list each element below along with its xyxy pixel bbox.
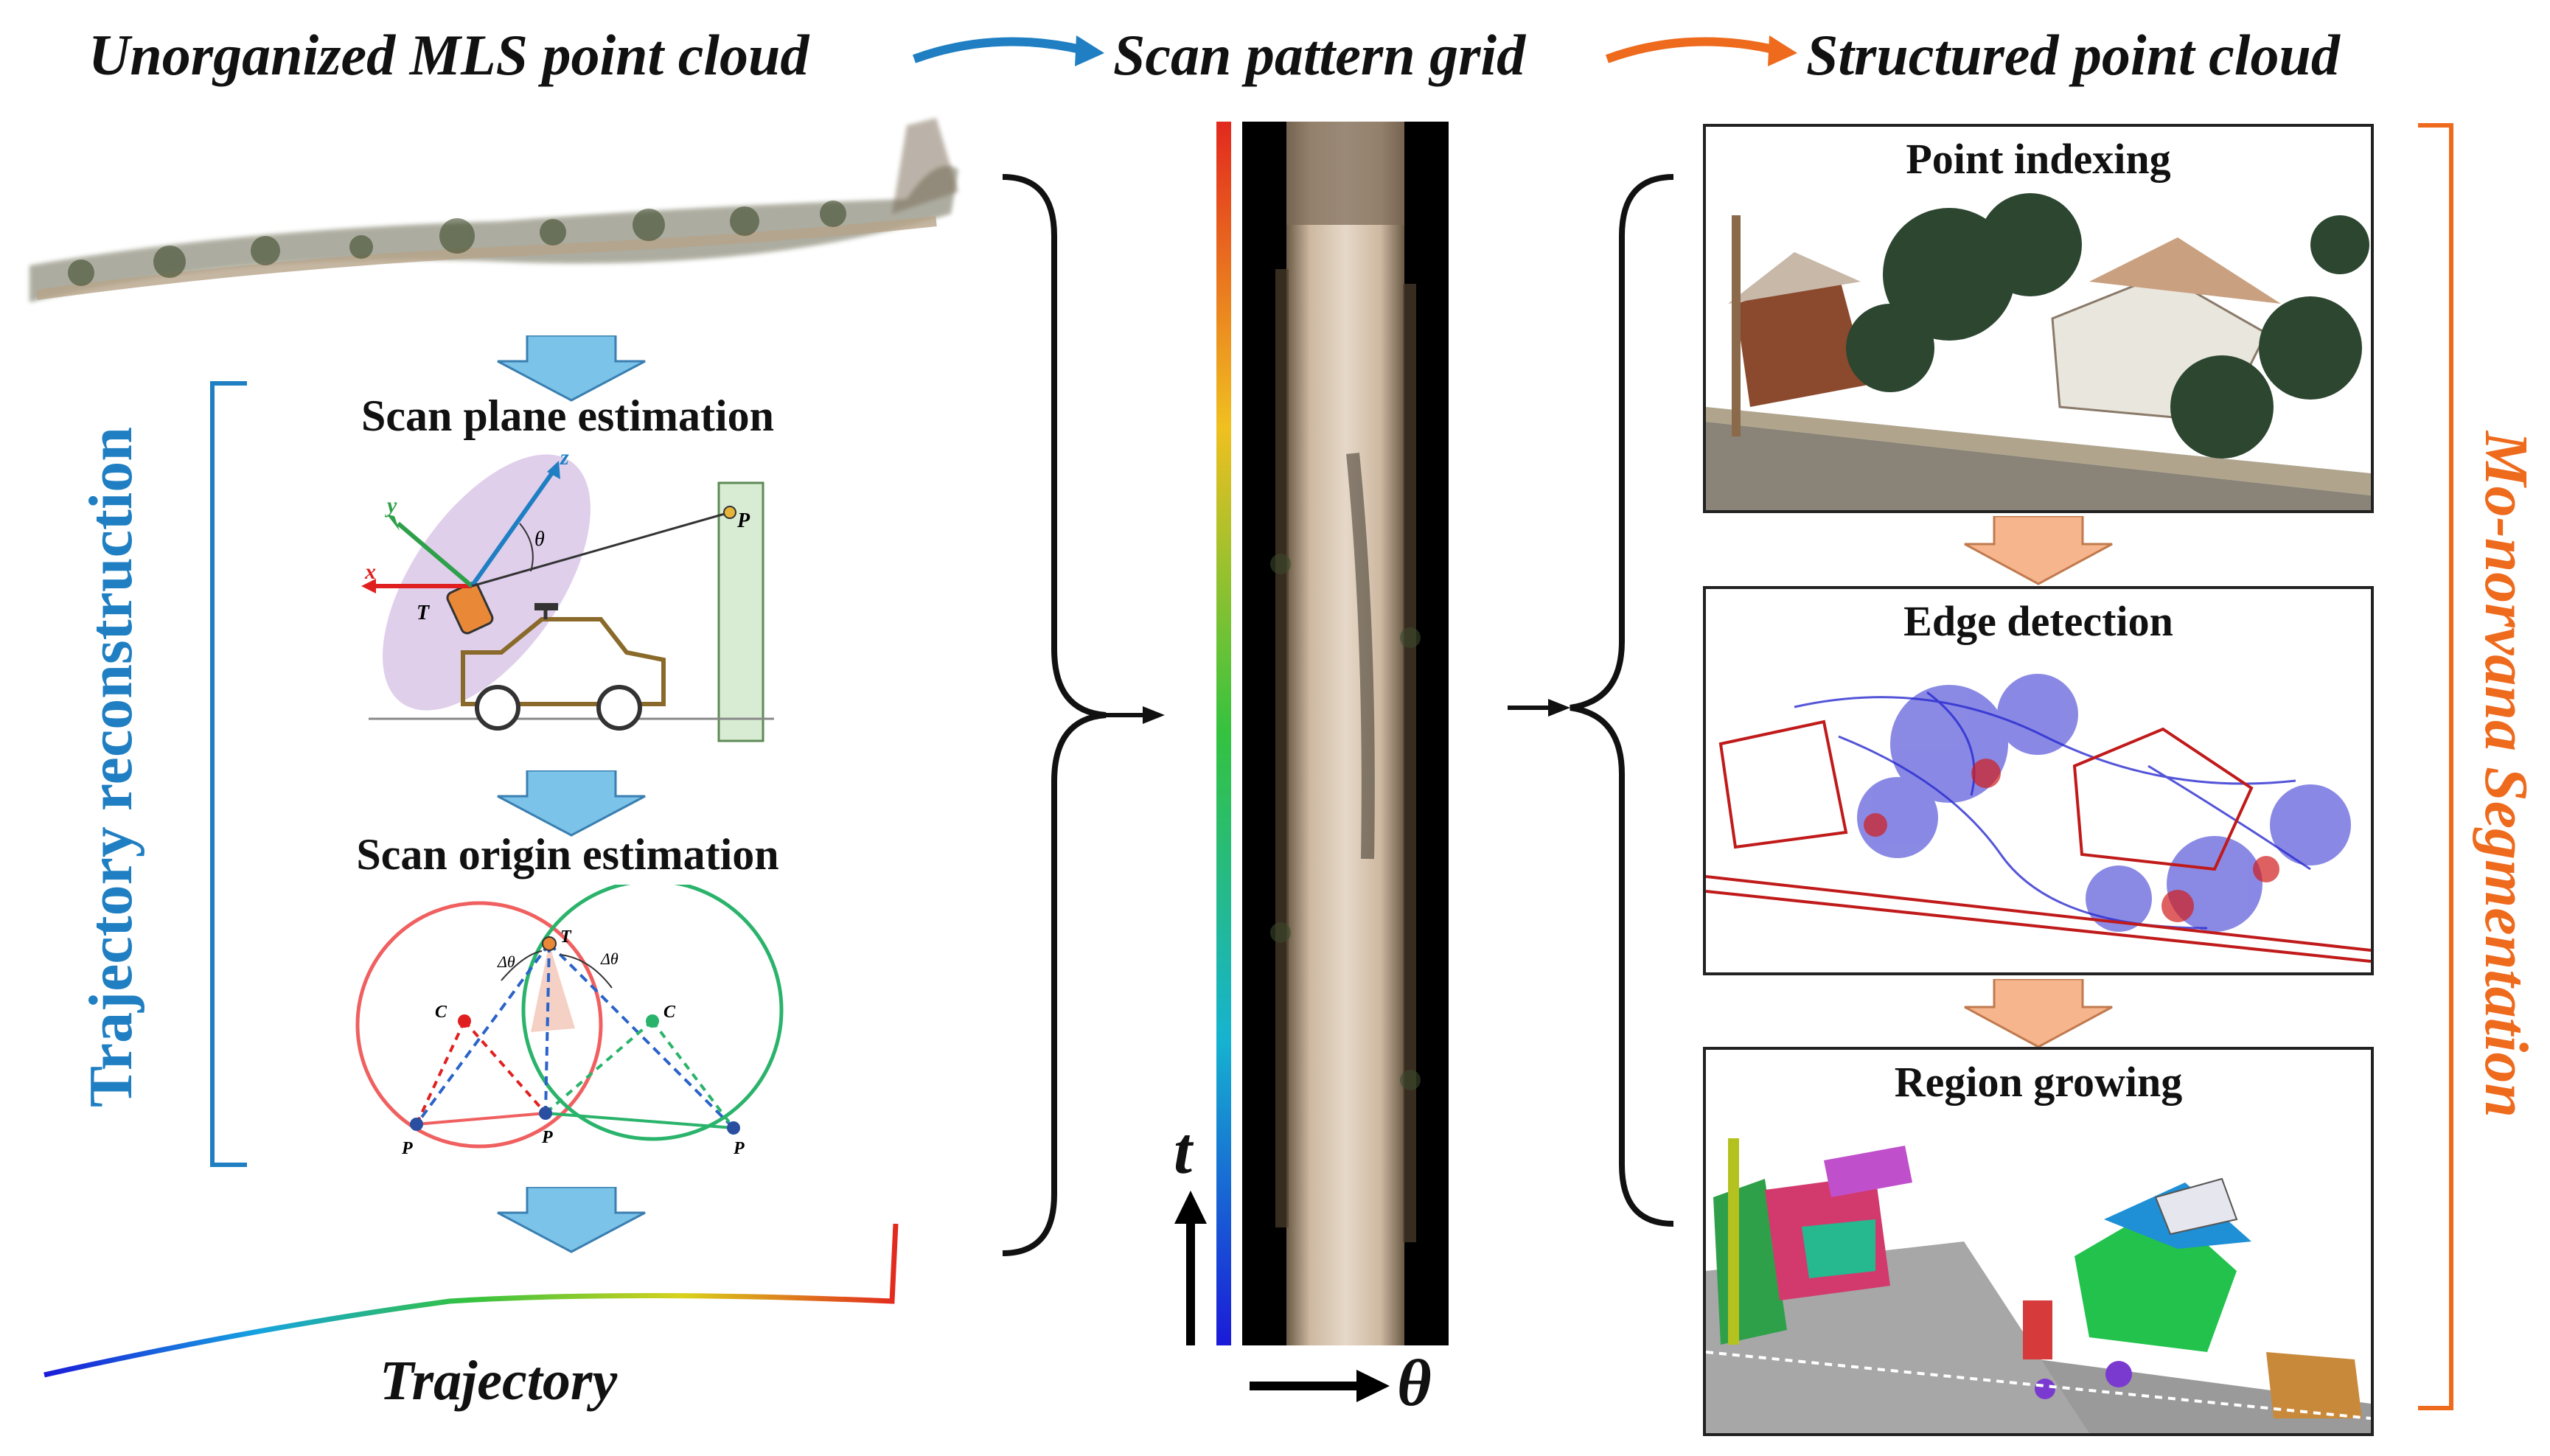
panel-point-indexing: Point indexing — [1703, 124, 2374, 513]
edge-detection-image — [1706, 589, 2371, 972]
axis-y-label: y — [385, 493, 397, 518]
trajectory-label: Trajectory — [380, 1350, 618, 1412]
cn-symbol: C — [663, 1003, 676, 1022]
title-scan-pattern-grid: Scan pattern grid — [1113, 23, 1526, 87]
axis-x-label: x — [364, 560, 376, 584]
scan-pattern-grid-image — [1242, 122, 1449, 1345]
trajectory-bracket — [210, 381, 247, 1167]
tj-symbol: T — [560, 927, 572, 947]
tp-symbol: T — [417, 602, 431, 624]
mo-norvana-segmentation-label: Mo-norvana Segmentation — [2472, 431, 2541, 1118]
segmentation-bracket — [2418, 123, 2453, 1410]
scan-plane-diagram: y z x θ T P — [361, 445, 774, 742]
panel-region-growing: Region growing — [1703, 1047, 2374, 1436]
step-scan-origin-estimation: Scan origin estimation — [356, 830, 779, 879]
pi-point-symbol: P — [401, 1139, 413, 1158]
orange-curved-arrow — [1605, 35, 1797, 66]
title-unorganized-point-cloud: Unorganized MLS point cloud — [88, 23, 809, 87]
down-arrow-orange-2 — [1964, 979, 2113, 1048]
point-indexing-image — [1706, 127, 2371, 510]
down-arrow-2 — [497, 770, 646, 837]
panel-region-growing-title: Region growing — [1894, 1058, 2183, 1106]
axis-z-label: z — [560, 445, 569, 470]
panel-edge-detection: Edge detection — [1703, 586, 2374, 975]
down-arrow-orange-1 — [1964, 516, 2113, 585]
region-growing-image — [1706, 1050, 2371, 1433]
left-curly-brace — [1002, 174, 1165, 1256]
theta-axis-label: θ — [1397, 1347, 1432, 1420]
theta-symbol: θ — [534, 528, 545, 551]
down-arrow-1 — [497, 335, 646, 402]
pi-symbol: P — [736, 509, 750, 532]
step-scan-plane-estimation: Scan plane estimation — [360, 391, 775, 440]
down-arrow-3 — [497, 1187, 646, 1253]
pn-symbol: P — [733, 1139, 745, 1158]
ci-symbol: C — [435, 1003, 447, 1022]
t-axis-label: t — [1174, 1115, 1193, 1188]
scan-origin-diagram: T C C P P P Δθ Δθ — [355, 885, 784, 1158]
pj-symbol: P — [541, 1128, 553, 1147]
title-structured-point-cloud: Structured point cloud — [1806, 23, 2340, 87]
trajectory-curve — [43, 1223, 899, 1378]
panel-edge-detection-title: Edge detection — [1903, 597, 2173, 645]
right-curly-brace — [1508, 174, 1674, 1227]
time-color-bar — [1216, 122, 1231, 1345]
mls-point-cloud-image — [29, 118, 958, 302]
trajectory-reconstruction-label: Trajectory reconstruction — [76, 426, 145, 1107]
delta-theta-n: Δθ — [600, 950, 619, 968]
panel-point-indexing-title: Point indexing — [1906, 135, 2171, 183]
delta-theta-i: Δθ — [497, 952, 515, 971]
blue-curved-arrow — [912, 35, 1104, 66]
theta-axis-arrow — [1250, 1370, 1390, 1402]
t-axis-arrow — [1174, 1191, 1207, 1345]
